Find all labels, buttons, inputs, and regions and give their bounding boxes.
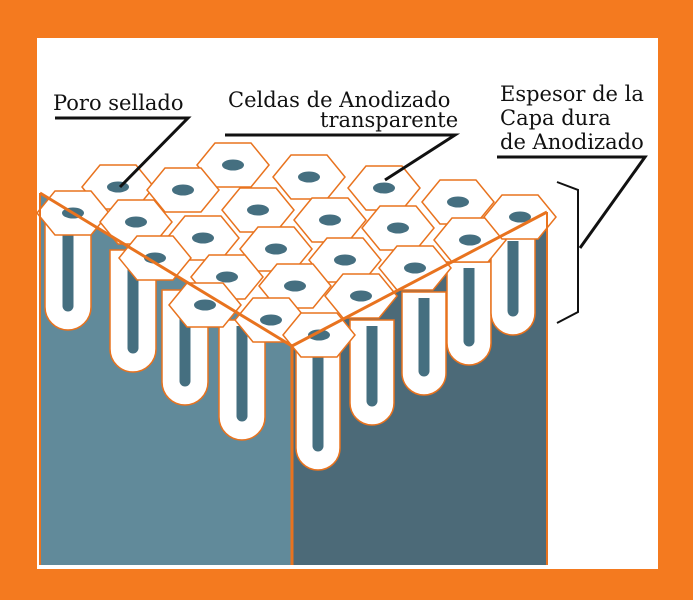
thickness-label-line1: Espesor de la (500, 82, 644, 106)
sealed-pore-dot (172, 184, 194, 196)
tube-pore (418, 298, 430, 377)
tube-pore (507, 241, 519, 317)
sealed-pore-dot (404, 262, 426, 274)
tube-pore (62, 216, 74, 312)
sealed-pore-dot (247, 204, 269, 216)
sealed-pore-dot (222, 159, 244, 171)
sealed-pore-dot (319, 214, 341, 226)
sealed-pore-dot (509, 211, 531, 223)
thickness-bracket (556, 181, 579, 324)
sealed-pore-leader (55, 116, 192, 189)
sealed-pore-dot (334, 254, 356, 266)
thickness-label-line2: Capa dura (500, 106, 611, 130)
tube-pore (312, 351, 324, 452)
thickness-label-line3: de Anodizado (500, 130, 644, 154)
sealed-pore-dot (373, 182, 395, 194)
sealed-pore-dot (260, 314, 282, 326)
sealed-pore-dot (308, 329, 330, 341)
tube-pore (236, 326, 248, 422)
sealed-pore-dot (194, 299, 216, 311)
thickness-leader (497, 155, 648, 249)
sealed-pore-dot (447, 196, 469, 208)
cells-label-line2: transparente (320, 108, 458, 132)
sealed-pore-dot (216, 271, 238, 283)
cells-leader (225, 133, 461, 182)
sealed-pore-dot (284, 280, 306, 292)
tube-pore (463, 268, 475, 347)
sealed-pore-dot (387, 222, 409, 234)
sealed-pore-dot (298, 171, 320, 183)
sealed-pore-label: Poro sellado (53, 91, 184, 115)
tube-pore (366, 326, 378, 407)
tube-pore (127, 256, 139, 354)
sealed-pore-dot (265, 243, 287, 255)
sealed-pore-dot (192, 232, 214, 244)
sealed-pore-dot (350, 290, 372, 302)
sealed-pore-dot (125, 216, 147, 228)
sealed-pore-dot (459, 234, 481, 246)
cells-label-line1: Celdas de Anodizado (228, 88, 450, 112)
hexagonal-cells (36, 142, 557, 358)
